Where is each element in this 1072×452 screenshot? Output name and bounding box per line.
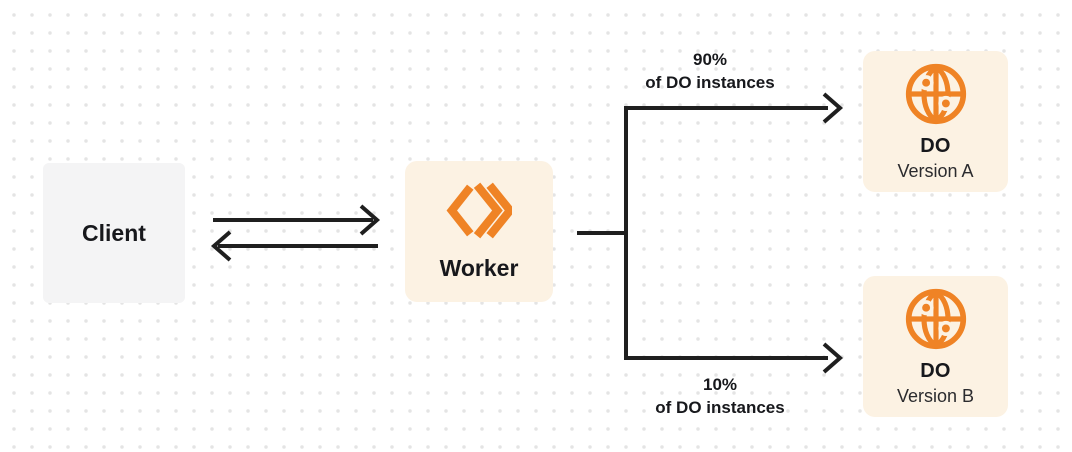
percent-value: 90%	[692, 50, 728, 69]
arrowhead-version-b-icon	[822, 342, 844, 374]
globe-icon	[905, 63, 966, 124]
do-b-subtitle: Version B	[896, 385, 975, 406]
globe-icon	[905, 288, 966, 349]
edge-label-90-percent: 90% of DO instances	[600, 48, 820, 94]
node-client: Client	[43, 163, 185, 303]
node-worker: Worker	[405, 161, 553, 302]
edge-label-10-percent: 10% of DO instances	[610, 373, 830, 419]
client-label: Client	[82, 219, 146, 246]
node-do-version-b: DO Version B	[863, 276, 1008, 417]
do-a-subtitle: Version A	[897, 160, 974, 181]
percent-caption: of DO instances	[655, 398, 785, 417]
arrowhead-left-icon	[210, 230, 232, 262]
worker-label: Worker	[439, 254, 519, 281]
percent-value: 10%	[702, 375, 738, 394]
do-b-title: DO	[920, 359, 951, 382]
do-a-title: DO	[920, 134, 951, 157]
node-do-version-a: DO Version A	[863, 51, 1008, 192]
percent-caption: of DO instances	[645, 73, 775, 92]
branch-split-line	[624, 106, 828, 360]
workers-chevron-icon	[446, 182, 512, 238]
arrowhead-right-icon	[359, 204, 381, 236]
arrowhead-version-a-icon	[822, 92, 844, 124]
